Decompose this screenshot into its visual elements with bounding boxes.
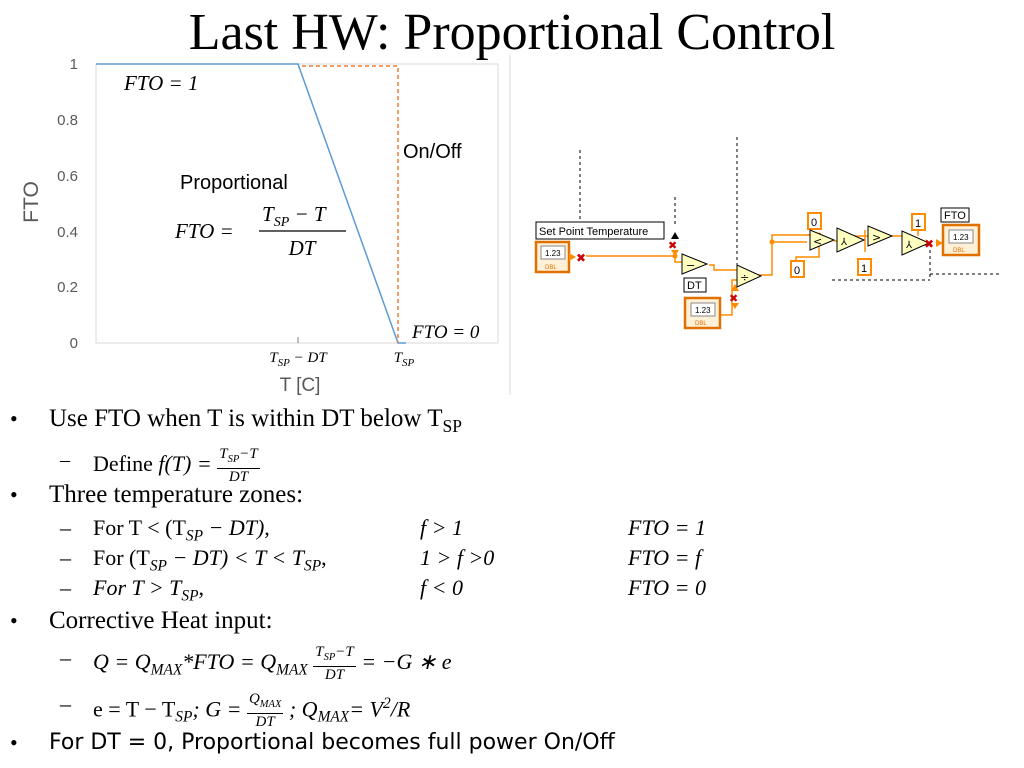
svg-text:0: 0 xyxy=(811,217,817,229)
subtract-node[interactable]: − xyxy=(681,253,709,275)
svg-text:÷: ÷ xyxy=(740,271,749,284)
svg-text:✖: ✖ xyxy=(668,239,677,252)
annot-prop-eq-lhs: FTO = xyxy=(174,219,234,243)
y-tick-0: 0 xyxy=(70,335,78,352)
annot-fto-1: FTO = 1 xyxy=(123,71,198,95)
svg-text:0: 0 xyxy=(794,265,800,277)
y-tick-0.8: 0.8 xyxy=(57,112,78,129)
select-node-1[interactable]: ⅄ xyxy=(836,227,866,253)
setpoint-dbl-tag: DBL xyxy=(545,265,557,271)
setpoint-label: Set Point Temperature xyxy=(539,226,648,238)
annot-onoff: On/Off xyxy=(403,141,462,163)
series-onoff-line xyxy=(302,65,399,343)
select-node-2[interactable]: ⅄ xyxy=(901,230,931,256)
labview-block-diagram: Set Point Temperature 1.23 DBL ✖ ✖ DT 1.… xyxy=(534,137,1000,330)
annot-proportional: Proportional xyxy=(180,172,288,194)
const-0-top[interactable]: 0 xyxy=(807,212,822,230)
probe-arrow-icon: ✖ xyxy=(729,284,739,309)
fto-label: FTO xyxy=(944,210,966,222)
x-tick-tsp-minus-dt: TSP − DT xyxy=(269,350,328,369)
y-tick-0.2: 0.2 xyxy=(57,279,78,296)
dt-label: DT xyxy=(687,280,702,292)
annot-fto-0: FTO = 0 xyxy=(411,322,480,343)
svg-text:1: 1 xyxy=(915,218,921,230)
less-than-node[interactable]: < xyxy=(809,229,836,251)
break-x-icon: ✖ xyxy=(924,237,934,251)
greater-than-node[interactable]: > xyxy=(867,225,894,247)
fto-indicator[interactable]: FTO 1.23 DBL xyxy=(940,207,981,257)
fto-display: 1.23 xyxy=(953,233,969,242)
y-tick-0.6: 0.6 xyxy=(57,168,78,185)
fto-chart: 1 0.8 0.6 0.4 0.2 0 FTO TSP − DT TSP T [… xyxy=(20,55,511,396)
svg-text:✖: ✖ xyxy=(576,251,586,265)
annot-prop-eq-num: TSP − T xyxy=(262,202,327,230)
dt-control[interactable]: DT 1.23 DBL xyxy=(683,277,722,330)
fto-dbl-tag: DBL xyxy=(953,248,965,254)
svg-text:⅄: ⅄ xyxy=(841,237,848,248)
svg-text:✖: ✖ xyxy=(924,237,934,251)
setpoint-display: 1.23 xyxy=(545,249,561,258)
slide-title: Last HW: Proportional Control xyxy=(188,4,836,61)
const-1-bottom[interactable]: 1 xyxy=(857,258,872,276)
svg-text:⅄: ⅄ xyxy=(906,240,913,251)
x-axis-label: T [C] xyxy=(280,375,321,396)
const-1-top[interactable]: 1 xyxy=(911,213,926,231)
break-x-icon: ✖ xyxy=(576,251,586,265)
x-tick-tsp: TSP xyxy=(394,350,415,369)
svg-text:>: > xyxy=(872,231,881,244)
dt-display: 1.23 xyxy=(695,306,711,315)
divide-node[interactable]: ÷ xyxy=(736,264,763,288)
annot-prop-eq-den: DT xyxy=(288,236,317,260)
svg-text:1: 1 xyxy=(861,263,867,275)
dt-dbl-tag: DBL xyxy=(695,321,707,327)
svg-text:<: < xyxy=(813,235,822,248)
const-0-bottom[interactable]: 0 xyxy=(790,260,805,278)
y-tick-0.4: 0.4 xyxy=(57,224,78,241)
svg-text:−: − xyxy=(686,259,695,272)
svg-text:✖: ✖ xyxy=(729,292,738,305)
y-axis-label: FTO xyxy=(20,181,43,223)
series-proportional-line xyxy=(96,63,406,344)
y-tick-1: 1 xyxy=(70,56,78,73)
setpoint-control[interactable]: Set Point Temperature 1.23 DBL xyxy=(534,221,665,274)
probe-arrow-icon: ✖ xyxy=(668,232,679,256)
